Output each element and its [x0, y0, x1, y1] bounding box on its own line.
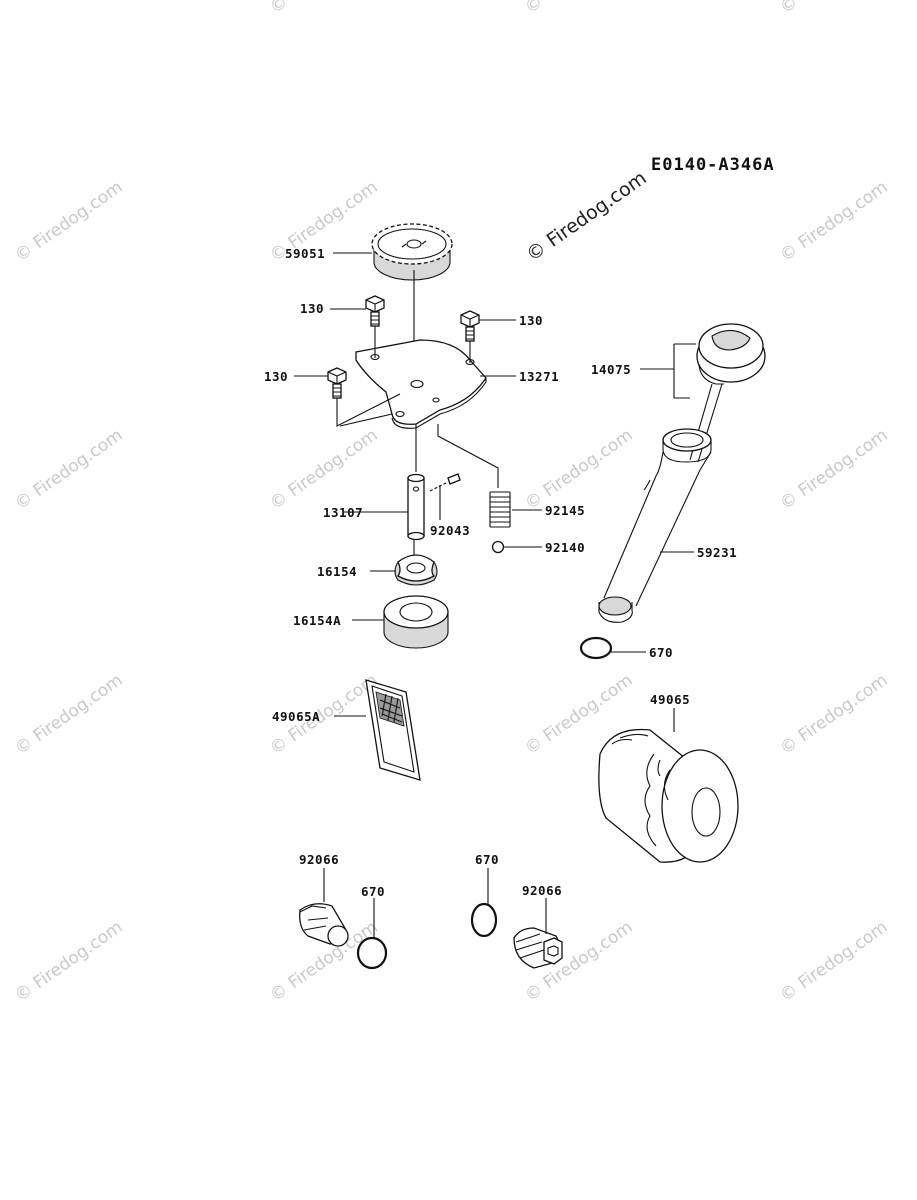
screen-filter-49065A: [365, 679, 421, 781]
bolt-left-mid: [327, 367, 347, 399]
oil-filter-49065: [598, 728, 739, 863]
label-670-left: 670: [361, 884, 385, 899]
watermark-tiles: © Firedog.com © Firedog.com © Firedog.co…: [11, 0, 891, 1006]
pin-92043: [429, 473, 461, 492]
watermark-tile: © Firedog.com: [11, 177, 126, 266]
bolt-left-top: [365, 295, 385, 327]
watermark-tile: © Firedog.com: [11, 670, 126, 759]
label-49065: 49065: [650, 692, 690, 707]
gear-59051: [371, 223, 453, 281]
label-14075: 14075: [591, 362, 631, 377]
oring-670-left: [356, 936, 388, 970]
watermark-main: © Firedog.com: [522, 167, 650, 266]
label-16154: 16154: [317, 564, 357, 579]
watermark-tile: © Firedog.com: [266, 425, 381, 514]
watermark-tile: © Firedog.com: [521, 425, 636, 514]
watermark-tile: © Firedog.com: [776, 670, 891, 759]
label-130-left-top: 130: [300, 301, 324, 316]
diagram-code: E0140-A346A: [651, 155, 775, 175]
label-130-right-top: 130: [519, 313, 543, 328]
label-130-left-mid: 130: [264, 369, 288, 384]
watermark-tile: © Firedog.com: [11, 917, 126, 1006]
drain-plug-92066-right: [513, 927, 563, 969]
inner-rotor-16154: [394, 554, 438, 586]
watermark-tile: © Firedog.com: [776, 425, 891, 514]
label-670-right: 670: [475, 852, 499, 867]
watermark-tile: © Firedog.com: [776, 0, 891, 18]
label-13271: 13271: [519, 369, 559, 384]
watermark-tile: © Firedog.com: [776, 917, 891, 1006]
oring-670-right: [470, 902, 498, 938]
label-59051: 59051: [285, 246, 325, 261]
label-92043: 92043: [430, 523, 470, 538]
drain-plug-92066-left: [299, 903, 349, 947]
label-670-tube: 670: [649, 645, 673, 660]
label-92066-left: 92066: [299, 852, 339, 867]
shaft-13107: [407, 473, 425, 541]
watermark-tile: © Firedog.com: [11, 425, 126, 514]
label-13107: 13107: [323, 505, 363, 520]
watermark-tile: © Firedog.com: [776, 177, 891, 266]
label-92066-right: 92066: [522, 883, 562, 898]
watermark-tile: © Firedog.com: [521, 0, 636, 18]
outer-rotor-16154A: [383, 595, 449, 649]
label-16154A: 16154A: [293, 613, 341, 628]
spring-92145: [489, 491, 511, 528]
label-92145: 92145: [545, 503, 585, 518]
label-59231: 59231: [697, 545, 737, 560]
label-92140: 92140: [545, 540, 585, 555]
bolt-right-top: [460, 310, 480, 342]
label-49065A: 49065A: [272, 709, 320, 724]
ball-92140: [491, 540, 505, 554]
dipstick-tube-59231: [598, 428, 712, 623]
dipstick-14075: [689, 323, 766, 463]
watermark-tile: © Firedog.com: [266, 0, 381, 18]
oring-670-tube: [579, 636, 613, 660]
